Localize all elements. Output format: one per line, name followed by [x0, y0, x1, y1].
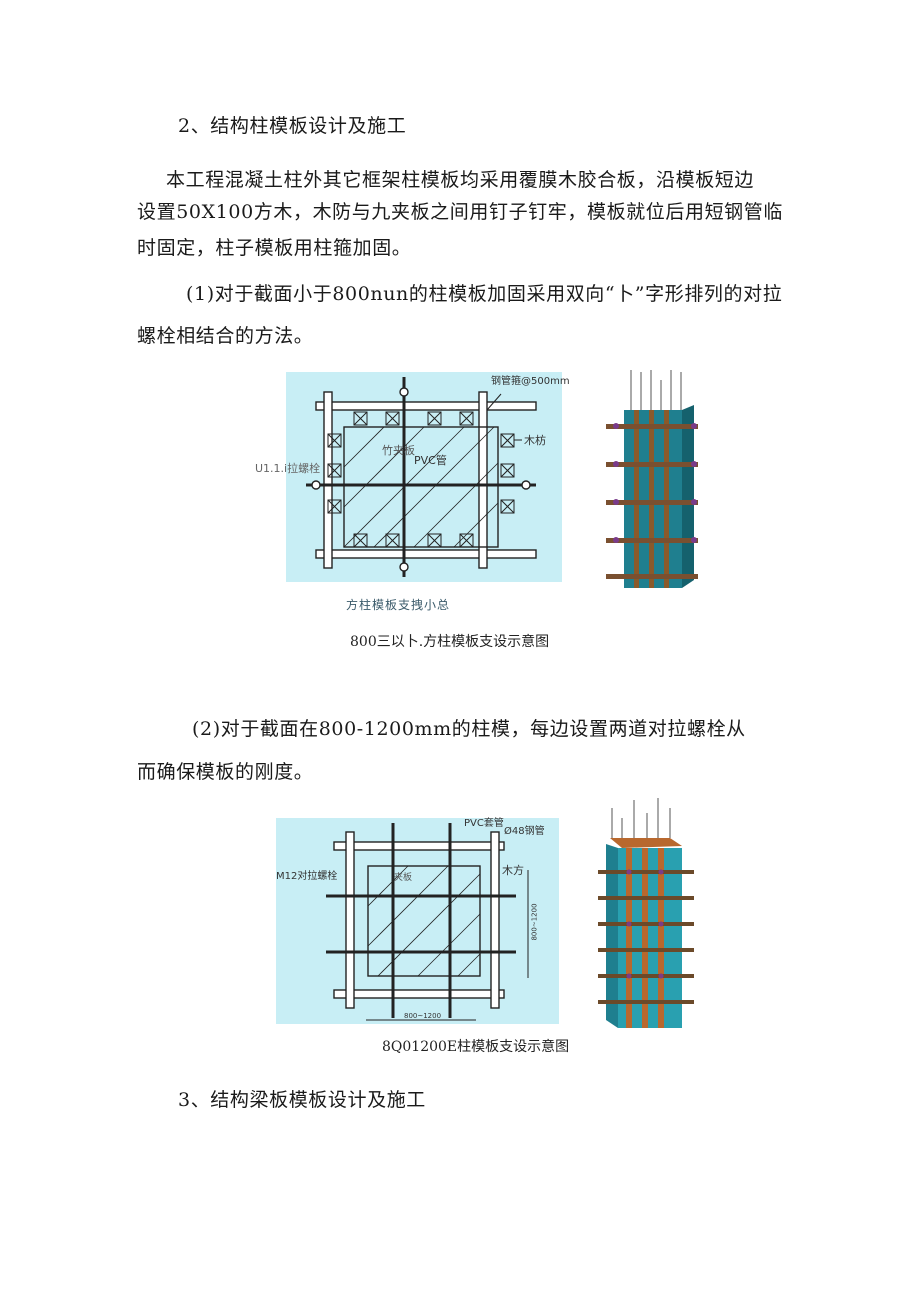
- figure-1-diagram: 钢管箍@500mm 木枋 竹夹板 PVC管: [286, 372, 570, 582]
- section-3-heading: 3、结构梁板模板设计及施工: [178, 1089, 426, 1111]
- figure-2-caption: 8Q01200E柱模板支设示意图: [382, 1039, 570, 1055]
- label-m12-tie-bolt: M12对拉螺栓: [276, 871, 338, 882]
- formwork-plan-drawing-large: [326, 823, 529, 1021]
- label-pvc-sleeve: PVC套管: [464, 818, 504, 829]
- figure-1-subcaption: 方柱模板支拽小总: [346, 598, 451, 612]
- figure-2-diagram: PVC套管 Ø48钢管 木方 夹板 800~1200 800~1200: [276, 818, 559, 1024]
- paragraph-line: 时固定，柱子模板用柱箍加固。: [137, 237, 412, 259]
- dimension-horizontal: 800~1200: [404, 1012, 442, 1020]
- column-3d-image-large: [598, 798, 694, 1028]
- item-1-line: 螺栓相结合的方法。: [137, 325, 314, 347]
- formwork-plan-drawing: [306, 377, 537, 577]
- item-1-line: (1)对于截面小于800nun的柱模板加固采用双向“卜”字形排列的对拉: [186, 283, 783, 305]
- label-bamboo-board: 竹夹板: [382, 444, 415, 457]
- figure-1-column-render: [594, 370, 704, 588]
- column-3d-image: [606, 370, 698, 588]
- label-steel-pipe: Ø48钢管: [504, 826, 545, 837]
- label-tie-bolt: U1.1.i拉螺栓: [255, 462, 321, 475]
- label-pvc-pipe: PVC管: [414, 454, 447, 467]
- label-timber-square: 木方: [502, 864, 524, 877]
- label-timber: 木枋: [524, 434, 546, 447]
- paragraph-line: 本工程混凝土柱外其它框架柱模板均采用覆膜木胶合板，沿模板短边: [166, 169, 755, 191]
- figure-1-caption: 800三以卜.方柱模板支设示意图: [350, 634, 550, 650]
- dimension-vertical: 800~1200: [530, 903, 539, 941]
- label-steel-hoop: 钢管箍@500mm: [491, 376, 570, 387]
- figure-2-column-render: [592, 798, 702, 1028]
- label-plywood: 夹板: [394, 873, 413, 883]
- section-2-heading: 2、结构柱模板设计及施工: [178, 115, 407, 137]
- paragraph-line: 设置50X100方木，木防与九夹板之间用钉子钉牢，模板就位后用短钢管临: [137, 201, 783, 223]
- item-2-line: (2)对于截面在800-1200mm的柱模，每边设置两道对拉螺栓从: [192, 718, 746, 740]
- item-2-line: 而确保模板的刚度。: [137, 761, 314, 783]
